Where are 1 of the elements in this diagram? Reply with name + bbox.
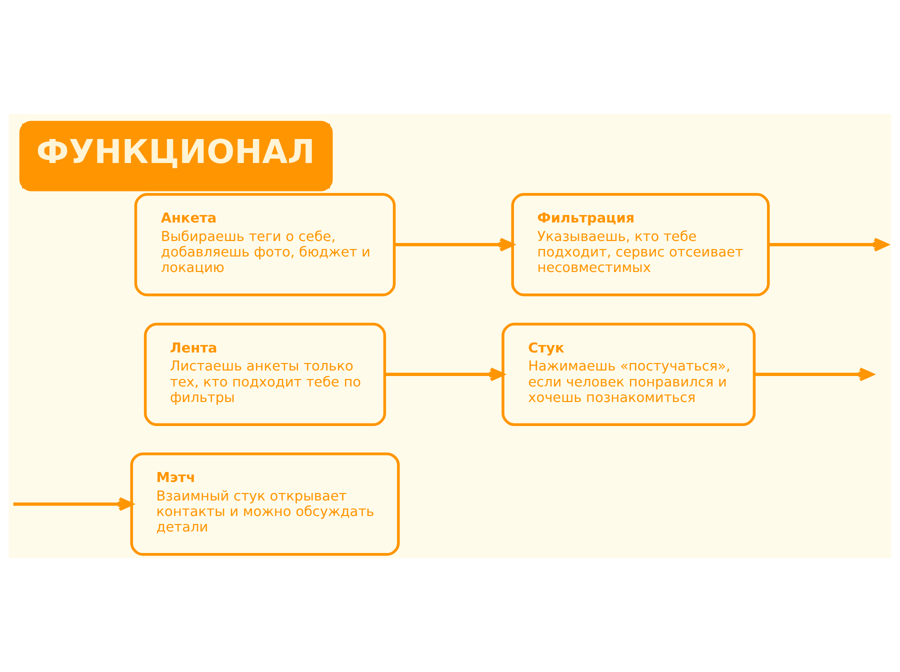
diagram-title: ФУНКЦИОНАЛ (36, 132, 315, 172)
